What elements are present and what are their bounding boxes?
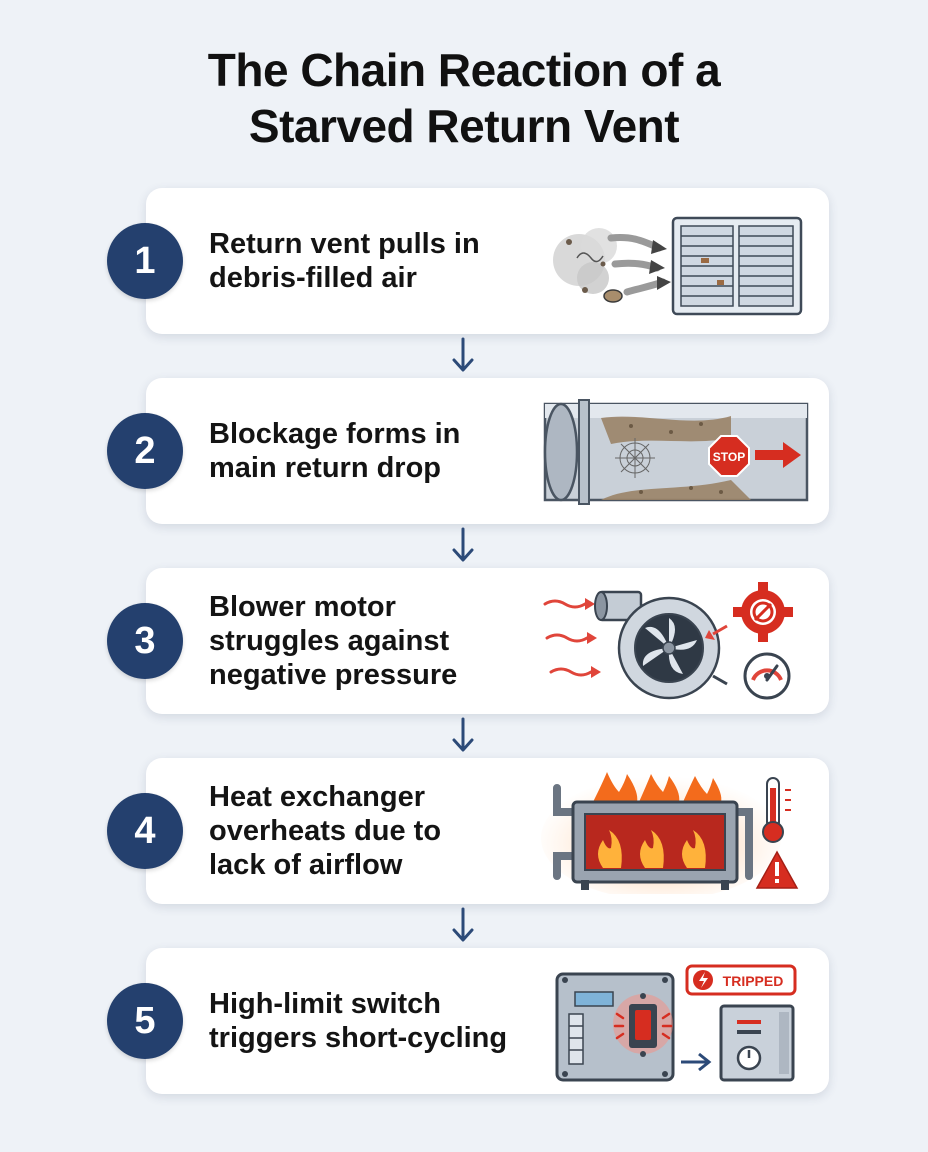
step-3-line-2: struggles against	[209, 625, 450, 657]
down-arrow-icon	[452, 337, 474, 372]
step-4-line-1: Heat exchanger	[209, 781, 425, 813]
title-line-1: The Chain Reaction of a	[207, 44, 721, 96]
step-3-line-3: negative pressure	[209, 659, 458, 691]
step-card-3: Blower motor struggles against negative …	[146, 568, 829, 714]
step-4-line-3: lack of airflow	[209, 849, 403, 881]
step-2-text: Blockage forms in main return drop	[209, 417, 529, 485]
title-line-2: Starved Return Vent	[248, 100, 680, 152]
step-5-line-1: High-limit switch	[209, 988, 441, 1020]
step-1-line-1: Return vent pulls in	[209, 228, 480, 260]
tripped-badge-label: TRIPPED	[723, 973, 784, 989]
step-3-line-1: Blower motor	[209, 591, 396, 623]
step-card-4: Heat exchanger overheats due to lack of …	[146, 758, 829, 904]
step-card-1: Return vent pulls in debris-filled air	[146, 188, 829, 334]
return-vent-grille-icon	[553, 216, 803, 316]
blower-motor-icon	[543, 582, 793, 700]
step-number-4: 4	[107, 793, 183, 869]
tripped-limit-switch-icon: TRIPPED	[555, 964, 797, 1082]
down-arrow-icon	[452, 907, 474, 942]
step-5-text: High-limit switch triggers short-cycling	[209, 987, 529, 1055]
step-2-line-1: Blockage forms in	[209, 418, 461, 450]
step-number-3: 3	[107, 603, 183, 679]
stop-sign-label: STOP	[713, 450, 745, 464]
step-number-2: 2	[107, 413, 183, 489]
step-2-line-2: main return drop	[209, 452, 442, 484]
step-1-line-2: debris-filled air	[209, 262, 417, 294]
step-card-2: Blockage forms in main return drop STOP	[146, 378, 829, 524]
step-number-5: 5	[107, 983, 183, 1059]
clogged-duct-icon: STOP	[543, 399, 809, 505]
step-3-text: Blower motor struggles against negative …	[209, 590, 529, 692]
overheating-heat-exchanger-icon	[541, 772, 799, 894]
step-4-text: Heat exchanger overheats due to lack of …	[209, 780, 529, 882]
step-card-5: High-limit switch triggers short-cycling…	[146, 948, 829, 1094]
page-title: The Chain Reaction of a Starved Return V…	[0, 42, 928, 154]
step-4-line-2: overheats due to	[209, 815, 442, 847]
step-1-text: Return vent pulls in debris-filled air	[209, 227, 529, 295]
down-arrow-icon	[452, 527, 474, 562]
down-arrow-icon	[452, 717, 474, 752]
step-number-1: 1	[107, 223, 183, 299]
step-5-line-2: triggers short-cycling	[209, 1022, 508, 1054]
